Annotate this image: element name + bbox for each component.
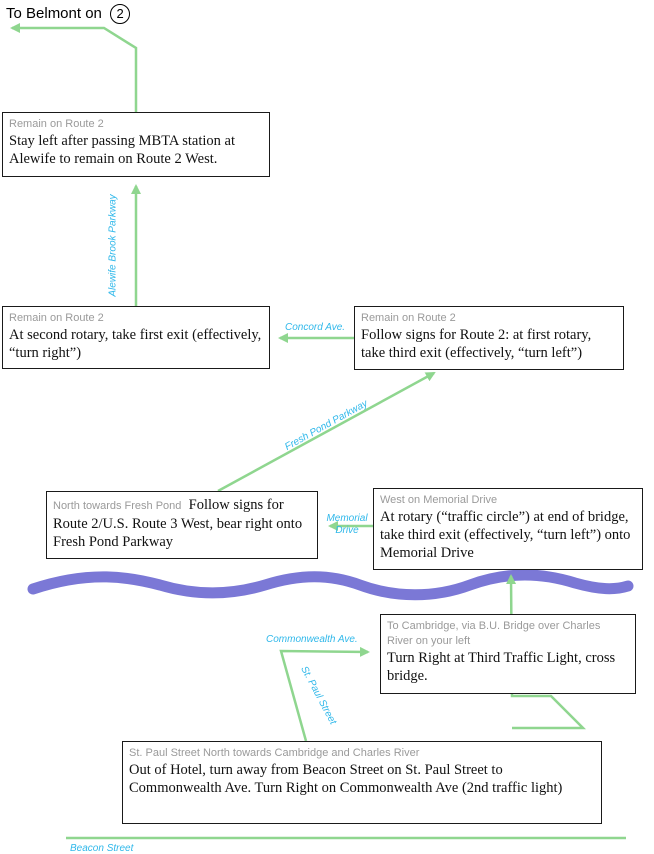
route-hotel-to-commonwealth: [279, 646, 370, 742]
step-heading: St. Paul Street North towards Cambridge …: [129, 747, 420, 759]
step-heading: Remain on Route 2: [9, 118, 104, 130]
route-2-icon: 2: [110, 4, 131, 24]
step-text: Turn Right at Third Traffic Light, cross…: [387, 650, 616, 684]
step-heading: North towards Fresh Pond: [53, 500, 182, 512]
step-text: Out of Hotel, turn away from Beacon Stre…: [129, 762, 563, 796]
step-west-memorial: West on Memorial Drive At rotary (“traff…: [373, 488, 643, 570]
step-heading: West on Memorial Drive: [380, 494, 498, 506]
step-text: Follow signs for Route 2/U.S. Route 3 We…: [53, 497, 303, 550]
step-remain-route2-right: Remain on Route 2 Follow signs for Route…: [354, 306, 624, 370]
label-commonwealth-ave: Commonwealth Ave.: [266, 634, 358, 645]
step-north-fresh-pond: North towards Fresh Pond Follow signs fo…: [46, 491, 318, 559]
label-beacon-street: Beacon Street: [70, 843, 134, 854]
charles-river: [27, 569, 634, 601]
step-text: At rotary (“traffic circle”) at end of b…: [380, 509, 631, 561]
page-title: To Belmont on 2: [6, 4, 131, 24]
label-concord-ave: Concord Ave.: [285, 322, 346, 333]
label-memorial-drive: Memorial Drive: [326, 513, 368, 536]
step-text: At second rotary, take first exit (effec…: [9, 327, 262, 361]
step-remain-route2-top: Remain on Route 2 Stay left after passin…: [2, 112, 270, 177]
step-to-cambridge: To Cambridge, via B.U. Bridge over Charl…: [380, 614, 636, 694]
step-st-paul-north: St. Paul Street North towards Cambridge …: [122, 741, 602, 824]
step-heading: Remain on Route 2: [9, 312, 104, 324]
step-remain-route2-left: Remain on Route 2 At second rotary, take…: [2, 306, 270, 369]
label-alewife-brook-parkway: Alewife Brook Parkway: [107, 194, 119, 297]
step-heading: Remain on Route 2: [361, 312, 456, 324]
step-text: Stay left after passing MBTA station at …: [9, 133, 235, 167]
title-text: To Belmont on: [6, 4, 102, 22]
step-text: Follow signs for Route 2: at first rotar…: [361, 327, 592, 361]
step-heading: To Cambridge, via B.U. Bridge over Charl…: [387, 620, 601, 647]
route-fresh-pond-parkway: [217, 371, 436, 493]
route-to-belmont: [10, 23, 138, 112]
